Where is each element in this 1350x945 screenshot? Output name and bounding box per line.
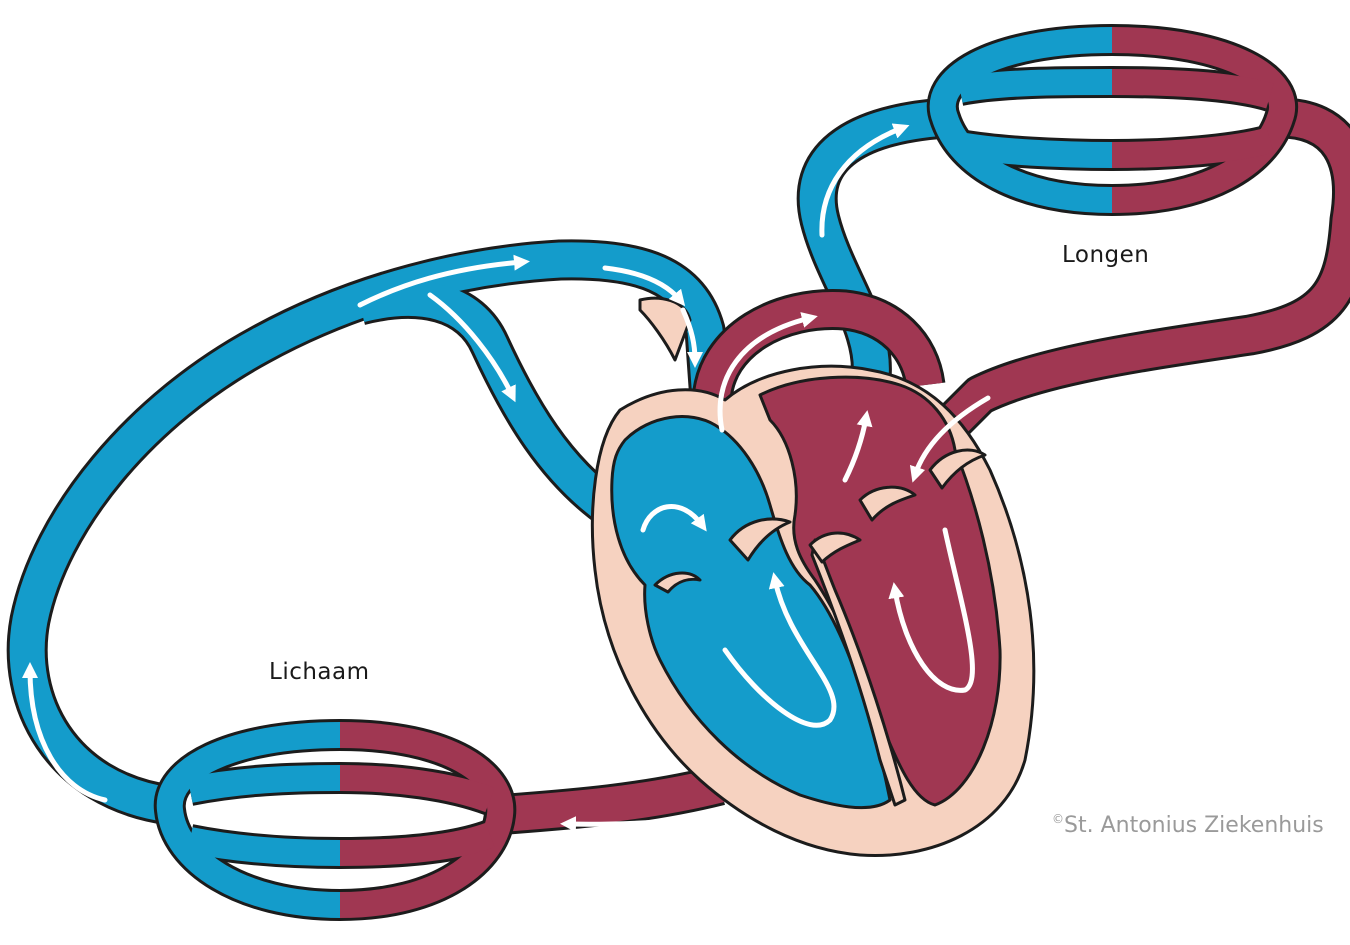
valve bbox=[653, 571, 702, 594]
arrow-icon bbox=[357, 254, 530, 308]
arrow-icon bbox=[909, 395, 991, 483]
valve bbox=[928, 448, 987, 490]
arrow-icon bbox=[717, 312, 818, 433]
body-label: Lichaam bbox=[269, 659, 370, 685]
lung-capillary-bed bbox=[926, 24, 1298, 216]
arrow-icon bbox=[602, 265, 686, 307]
arrow-icon bbox=[722, 572, 837, 728]
copyright-text: St. Antonius Ziekenhuis bbox=[1064, 813, 1324, 838]
valve bbox=[808, 531, 862, 564]
arrow-icon bbox=[819, 123, 910, 238]
lungs-label: Longen bbox=[1062, 242, 1150, 268]
arrow-icon bbox=[640, 504, 707, 533]
flow-arrows bbox=[22, 123, 991, 833]
arrow-icon bbox=[427, 292, 516, 403]
copyright-symbol: © bbox=[1052, 812, 1064, 826]
heart bbox=[590, 296, 1036, 858]
arrow-icon bbox=[560, 816, 693, 833]
body-capillary-bed bbox=[153, 719, 517, 921]
right-heart-chambers bbox=[610, 415, 892, 810]
septum bbox=[810, 538, 907, 807]
vessel-cap bbox=[638, 296, 692, 362]
arrow-icon bbox=[680, 307, 703, 368]
valve bbox=[858, 485, 917, 522]
arrow-icon bbox=[842, 410, 873, 483]
arrow-icon bbox=[888, 527, 975, 693]
valve bbox=[728, 517, 792, 562]
arrow-icon bbox=[22, 662, 108, 803]
copyright-notice: ©St. Antonius Ziekenhuis bbox=[1052, 812, 1324, 838]
